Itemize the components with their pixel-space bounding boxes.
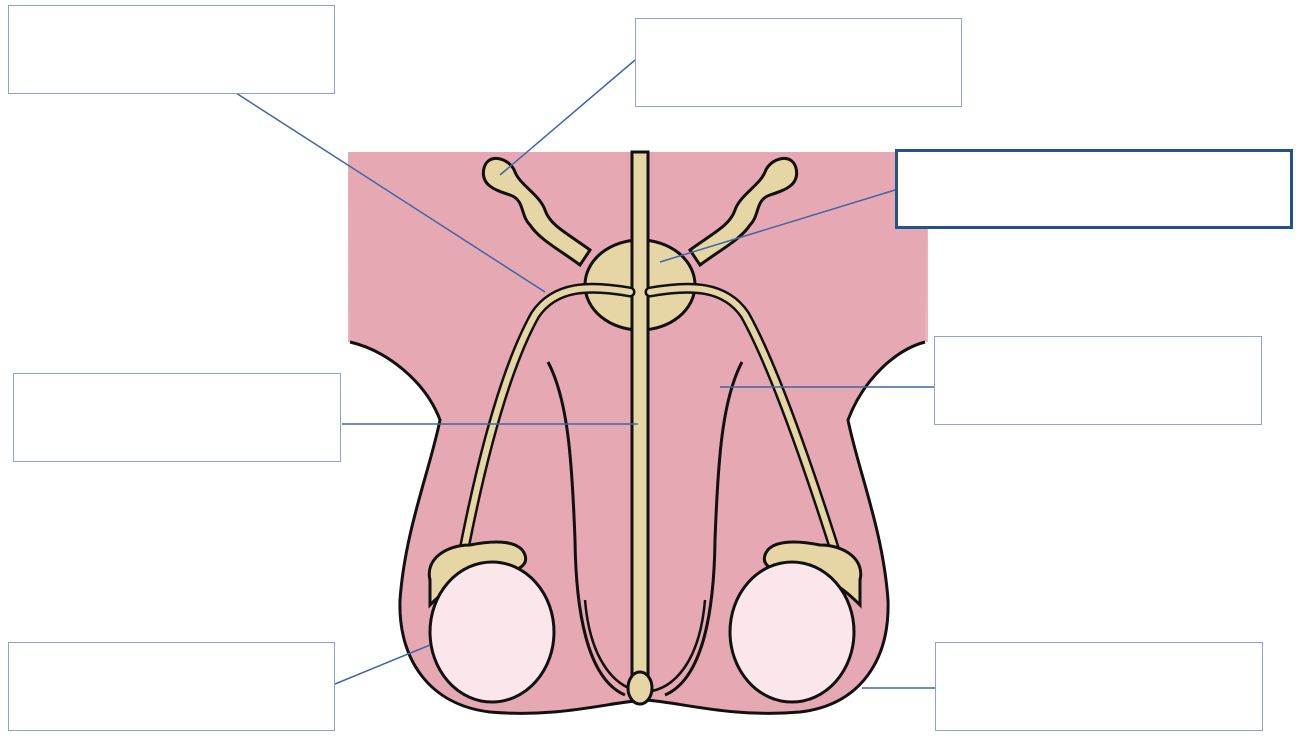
label-text-top-left [9, 6, 334, 22]
label-box-middle-right[interactable] [934, 336, 1262, 425]
label-text-top-right [636, 19, 961, 35]
label-box-top-left[interactable] [8, 5, 335, 94]
label-text-bottom-right [936, 643, 1262, 659]
label-box-middle-left[interactable] [13, 373, 341, 462]
label-box-bottom-right[interactable] [935, 642, 1263, 731]
label-box-top-right[interactable] [635, 18, 962, 107]
label-text-upper-right [898, 152, 1290, 168]
testis-left [430, 562, 554, 702]
testis-right [730, 562, 854, 702]
urethral-opening [628, 672, 652, 704]
label-text-middle-right [935, 337, 1261, 353]
label-text-middle-left [14, 374, 340, 390]
label-box-bottom-left[interactable] [8, 642, 335, 731]
label-text-bottom-left [9, 643, 334, 659]
label-box-upper-right[interactable] [895, 149, 1293, 229]
